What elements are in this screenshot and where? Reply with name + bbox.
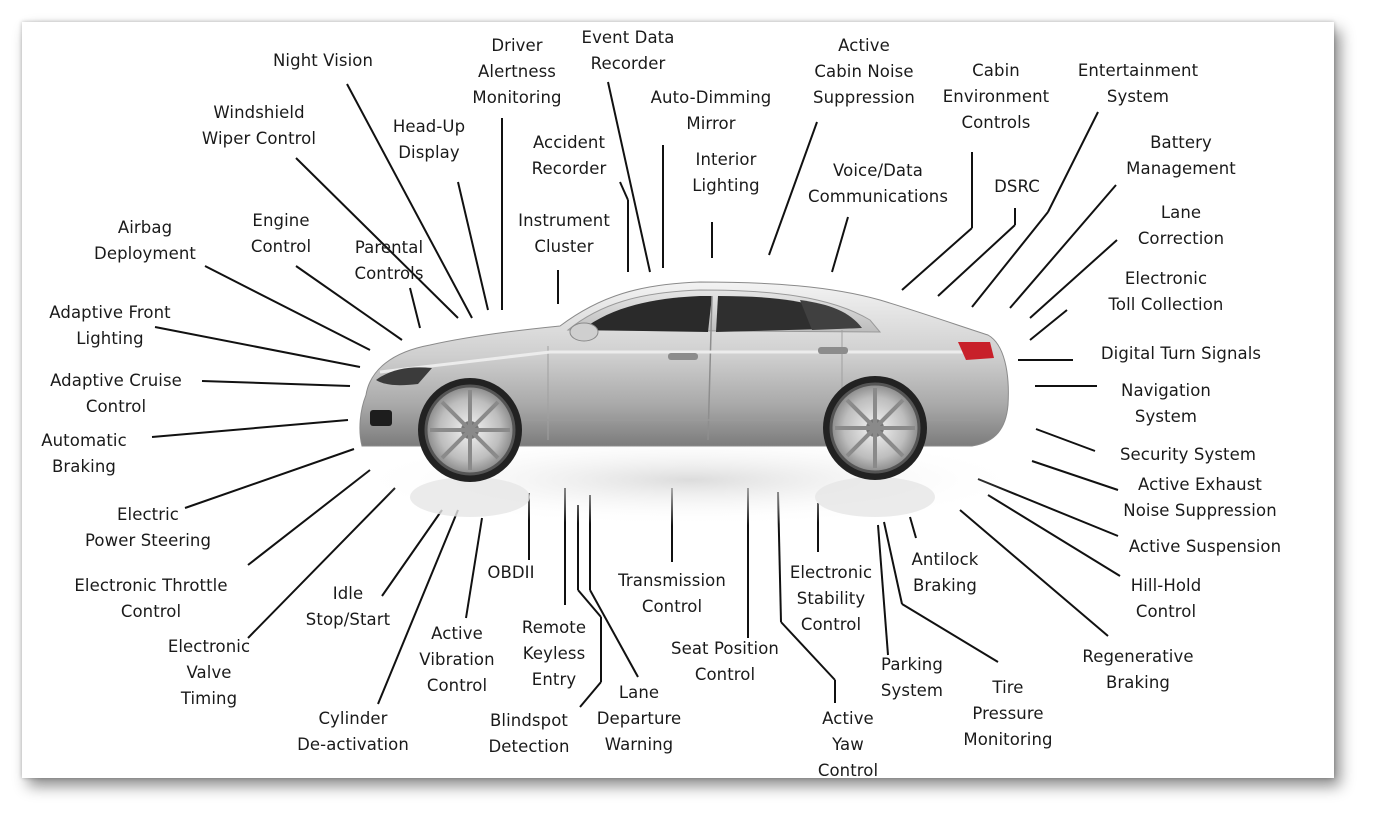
- leader-line: [465, 517, 483, 619]
- leader-line: [768, 121, 818, 256]
- leader-line: [381, 509, 443, 597]
- label-security-system: Security System: [1119, 445, 1257, 464]
- label-remote-keyless-entry: Remote Keyless Entry: [521, 618, 587, 689]
- leader-line: [295, 265, 403, 341]
- leader-line: [901, 227, 973, 291]
- label-adaptive-front-lighting: Adaptive Front Lighting: [49, 303, 171, 348]
- leader-lines: [151, 81, 1121, 708]
- label-electronic-throttle-control: Electronic Throttle Control: [74, 576, 228, 621]
- label-entertainment-system: Entertainment System: [1077, 61, 1199, 106]
- leader-line: [780, 621, 836, 681]
- label-lane-departure-warning: Lane Departure Warning: [596, 683, 682, 754]
- label-digital-turn-signals: Digital Turn Signals: [1100, 344, 1262, 363]
- label-lane-correction: Lane Correction: [1137, 203, 1225, 248]
- label-voice-data-communications: Voice/Data Communications: [807, 161, 949, 206]
- leader-line: [1047, 111, 1099, 213]
- tail-light: [958, 342, 994, 360]
- label-airbag-deployment: Airbag Deployment: [94, 218, 196, 263]
- label-cabin-environment-controls: Cabin Environment Controls: [942, 61, 1050, 132]
- leader-line: [1035, 428, 1096, 452]
- label-adaptive-cruise-control: Adaptive Cruise Control: [50, 371, 182, 416]
- leader-line: [204, 265, 371, 351]
- label-seat-position-control: Seat Position Control: [671, 639, 779, 684]
- label-dsrc: DSRC: [994, 177, 1040, 196]
- door-handle: [668, 353, 698, 360]
- label-accident-recorder: Accident Recorder: [531, 133, 607, 178]
- label-blindspot-detection: Blindspot Detection: [488, 711, 570, 756]
- label-windshield-wiper-control: Windshield Wiper Control: [201, 103, 317, 148]
- label-obdii: OBDII: [487, 563, 535, 582]
- leader-line: [909, 516, 917, 539]
- label-idle-stop-start: Idle Stop/Start: [305, 584, 391, 629]
- leader-line: [971, 211, 1049, 308]
- leader-line: [883, 521, 903, 605]
- leader-line: [1029, 239, 1118, 319]
- headlight: [376, 367, 432, 386]
- leader-line: [457, 181, 489, 311]
- leader-line: [987, 494, 1121, 577]
- leader-line: [377, 509, 459, 705]
- label-electronic-valve-timing: Electronic Valve Timing: [167, 637, 251, 708]
- leader-line: [247, 487, 396, 639]
- label-electronic-toll-collection: Electronic Toll Collection: [1108, 269, 1224, 314]
- label-navigation-system: Navigation System: [1121, 381, 1211, 426]
- door-handle: [818, 347, 848, 354]
- label-active-yaw-control: Active Yaw Control: [817, 709, 879, 780]
- car-illustration: [350, 281, 1030, 526]
- label-active-exhaust-noise-suppression: Active Exhaust Noise Suppression: [1123, 475, 1277, 520]
- rear-quarter-window: [800, 300, 862, 330]
- label-head-up-display: Head-Up Display: [392, 117, 466, 162]
- leader-line: [295, 157, 459, 319]
- leader-line: [409, 287, 421, 329]
- label-hill-hold-control: Hill-Hold Control: [1130, 576, 1202, 621]
- leader-line: [1031, 460, 1119, 491]
- label-tire-pressure-monitoring: Tire Pressure Monitoring: [963, 678, 1053, 749]
- leader-line: [589, 589, 639, 678]
- label-automatic-braking: Automatic Braking: [41, 431, 127, 476]
- leader-line: [877, 524, 889, 656]
- leader-line: [154, 326, 361, 368]
- leader-line: [619, 181, 629, 201]
- leader-line: [346, 83, 473, 319]
- label-active-vibration-control: Active Vibration Control: [419, 624, 495, 695]
- leader-line: [831, 216, 849, 273]
- label-antilock-braking: Antilock Braking: [911, 550, 979, 595]
- label-electronic-stability-control: Electronic Stability Control: [789, 563, 873, 634]
- label-night-vision: Night Vision: [272, 51, 374, 70]
- leader-line: [901, 603, 999, 663]
- leader-line: [937, 224, 1016, 297]
- label-event-data-recorder: Event Data Recorder: [581, 28, 675, 73]
- label-active-cabin-noise-suppression: Active Cabin Noise Suppression: [813, 36, 915, 107]
- label-active-suspension: Active Suspension: [1128, 537, 1282, 556]
- label-transmission-control: Transmission Control: [618, 571, 726, 616]
- label-electric-power-steering: Electric Power Steering: [84, 505, 212, 550]
- leader-line: [1009, 184, 1117, 309]
- label-battery-management: Battery Management: [1126, 133, 1236, 178]
- label-cylinder-de-activation: Cylinder De-activation: [297, 709, 409, 754]
- leader-line: [247, 469, 371, 566]
- label-auto-dimming-mirror: Auto-Dimming Mirror: [650, 88, 772, 133]
- label-regenerative-braking: Regenerative Braking: [1082, 647, 1194, 692]
- leader-line: [577, 589, 602, 618]
- leader-line: [607, 81, 651, 273]
- label-instrument-cluster: Instrument Cluster: [518, 211, 610, 256]
- label-interior-lighting: Interior Lighting: [692, 150, 760, 195]
- leader-line: [579, 681, 602, 708]
- front-window: [582, 296, 712, 332]
- leader-line: [184, 448, 355, 509]
- label-parking-system: Parking System: [880, 655, 944, 700]
- leader-line: [151, 419, 349, 438]
- leader-line: [959, 509, 1109, 637]
- label-parental-controls: Parental Controls: [354, 238, 424, 283]
- label-engine-control: Engine Control: [250, 211, 312, 256]
- leader-line: [201, 380, 351, 387]
- label-driver-alertness-monitoring: Driver Alertness Monitoring: [472, 36, 562, 107]
- fog-light: [370, 410, 392, 426]
- side-mirror: [569, 322, 599, 342]
- leader-line: [1029, 309, 1068, 341]
